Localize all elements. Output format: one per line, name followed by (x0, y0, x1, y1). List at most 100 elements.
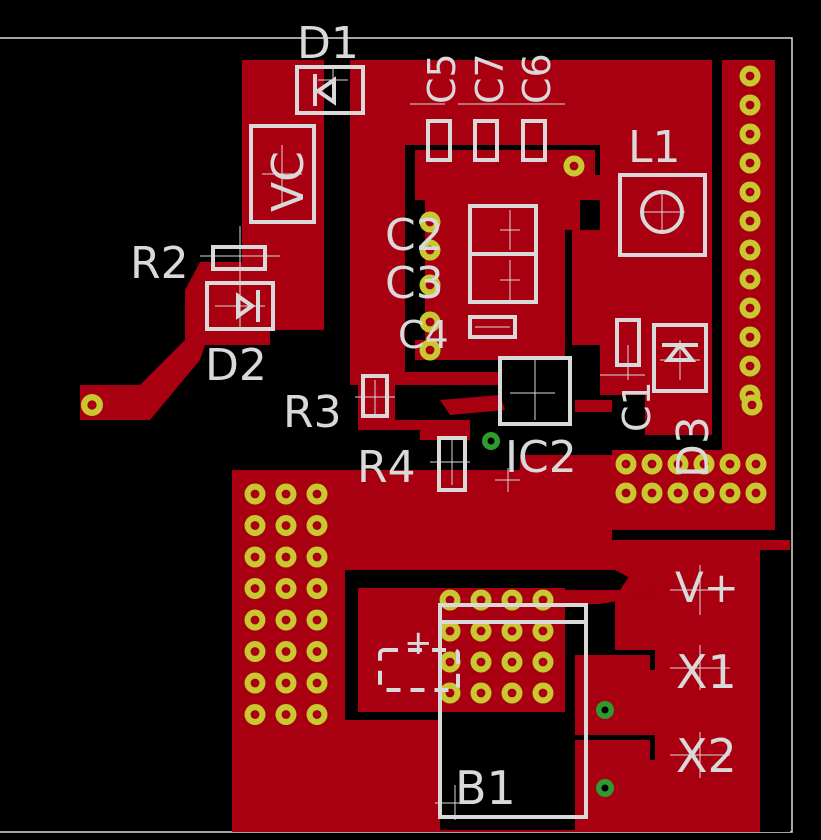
b1-pad-hole (507, 626, 517, 636)
cap-dashed-outline (378, 648, 460, 692)
c4-outline (468, 315, 517, 339)
copper-trace-to-pad (80, 262, 270, 420)
regulator-pad-hole (425, 345, 435, 355)
grid-pad-hole (250, 584, 260, 593)
label-plus: + (404, 623, 433, 663)
header-pad-hole (745, 303, 755, 313)
b1-pad-hole (445, 657, 455, 667)
vias (482, 432, 614, 797)
pad-vplus-copper (655, 552, 758, 618)
copper-pour-upper (350, 60, 712, 385)
copper-pour-right (572, 230, 712, 435)
grid-pad-hole (250, 678, 260, 688)
copper-trace-x1 (575, 655, 650, 682)
copper-trace-ic2 (440, 395, 505, 415)
grid-pad-hole (250, 710, 260, 719)
copper-islands (358, 552, 758, 786)
grid-pad-hole (312, 678, 322, 688)
label-c3: C3 (385, 258, 444, 309)
d3-outline (652, 323, 708, 393)
b1-pad-hole (538, 688, 548, 698)
b1-pad-hole (538, 657, 548, 667)
copper-pour-l1-top (608, 165, 712, 195)
grid-pad-hole (281, 647, 291, 656)
connector-pad-hole (647, 488, 657, 498)
via-x1-hole (601, 706, 609, 714)
silkscreen-labels: D1 VC C5 C7 C6 L1 R2 C2 C3 C4 D2 R3 R4 I… (130, 18, 739, 815)
connector-pad-hole (621, 459, 631, 469)
grid-pad-hole (281, 678, 291, 688)
connector-pad-hole (751, 488, 761, 498)
d1-arrow (314, 76, 336, 106)
grid-pad-hole (250, 521, 260, 530)
grid-pad-hole (312, 584, 322, 593)
label-c6: C6 (515, 53, 559, 104)
b1-outline (438, 603, 588, 819)
via-ic2-hole (487, 437, 495, 445)
b1-pad-hole (507, 657, 517, 667)
b1-pad-hole (476, 595, 486, 605)
label-c5: C5 (420, 53, 464, 104)
grid-pad-hole (312, 647, 322, 656)
b1-pad-hole (507, 595, 517, 605)
header-pad-hole (745, 274, 755, 284)
r4-outline (437, 436, 467, 492)
l1-pad-hole (569, 161, 579, 171)
b1-pad-hole (507, 688, 517, 698)
header-pad-hole (745, 158, 755, 168)
connector-pad-hole (725, 488, 735, 498)
input-pad-hole (87, 400, 97, 410)
d1-outline (295, 65, 365, 115)
b1-pad-hole (445, 626, 455, 636)
copper-trace-vplus (560, 570, 655, 604)
label-vplus: V+ (675, 563, 739, 612)
regulator-pad-hole (425, 217, 435, 227)
connector-pad-hole (725, 459, 735, 469)
header-pad-hole (745, 129, 755, 139)
label-d3: D3 (668, 416, 719, 478)
silkscreen-layer (205, 65, 708, 819)
connector-pad-hole (647, 459, 657, 469)
b1-pad-hole (538, 626, 548, 636)
grid-pad-hole (312, 552, 322, 562)
copper-island-b1 (358, 588, 565, 712)
r3-outline (361, 374, 389, 418)
grid-pad-hole (312, 489, 322, 499)
label-r2: R2 (130, 238, 189, 289)
clearance-right-edge (655, 550, 790, 832)
grid-pad-hole (281, 615, 291, 625)
regulator-pad-hole (425, 280, 435, 290)
copper-pour-header-strip (612, 60, 775, 530)
connector-pad-hole (751, 459, 761, 469)
via-x2-hole (601, 784, 609, 792)
label-r4: R4 (357, 442, 416, 493)
vc-outline (249, 124, 316, 224)
r2-outline (211, 245, 267, 271)
grid-pad-hole (312, 615, 322, 625)
c6-outline (521, 119, 547, 162)
label-b1: B1 (455, 761, 516, 815)
connector-pad-hole (673, 488, 683, 498)
grid-pad-hole (250, 489, 260, 499)
grid-pad-hole (312, 710, 322, 719)
c7-outline (473, 119, 499, 162)
ic2-outline (498, 356, 572, 426)
grid-pad-hole (250, 647, 260, 656)
label-d2: D2 (205, 340, 267, 391)
label-c2: C2 (385, 210, 444, 261)
label-x2: X2 (676, 729, 737, 783)
header-pad-hole (745, 71, 755, 81)
b1-pad-hole (476, 688, 486, 698)
connector-pad-hole (673, 459, 683, 469)
grid-pad-hole (312, 521, 322, 530)
b1-pad-hole (445, 595, 455, 605)
grid-pad-hole (250, 552, 260, 562)
grid-pad-hole (281, 489, 291, 499)
c5-outline (426, 119, 452, 162)
grid-pad-hole (281, 552, 291, 562)
regulator-pad-hole (425, 317, 435, 327)
header-pad-hole (745, 187, 755, 197)
grid-pad-hole (281, 521, 291, 530)
grid-pad-hole (281, 710, 291, 719)
